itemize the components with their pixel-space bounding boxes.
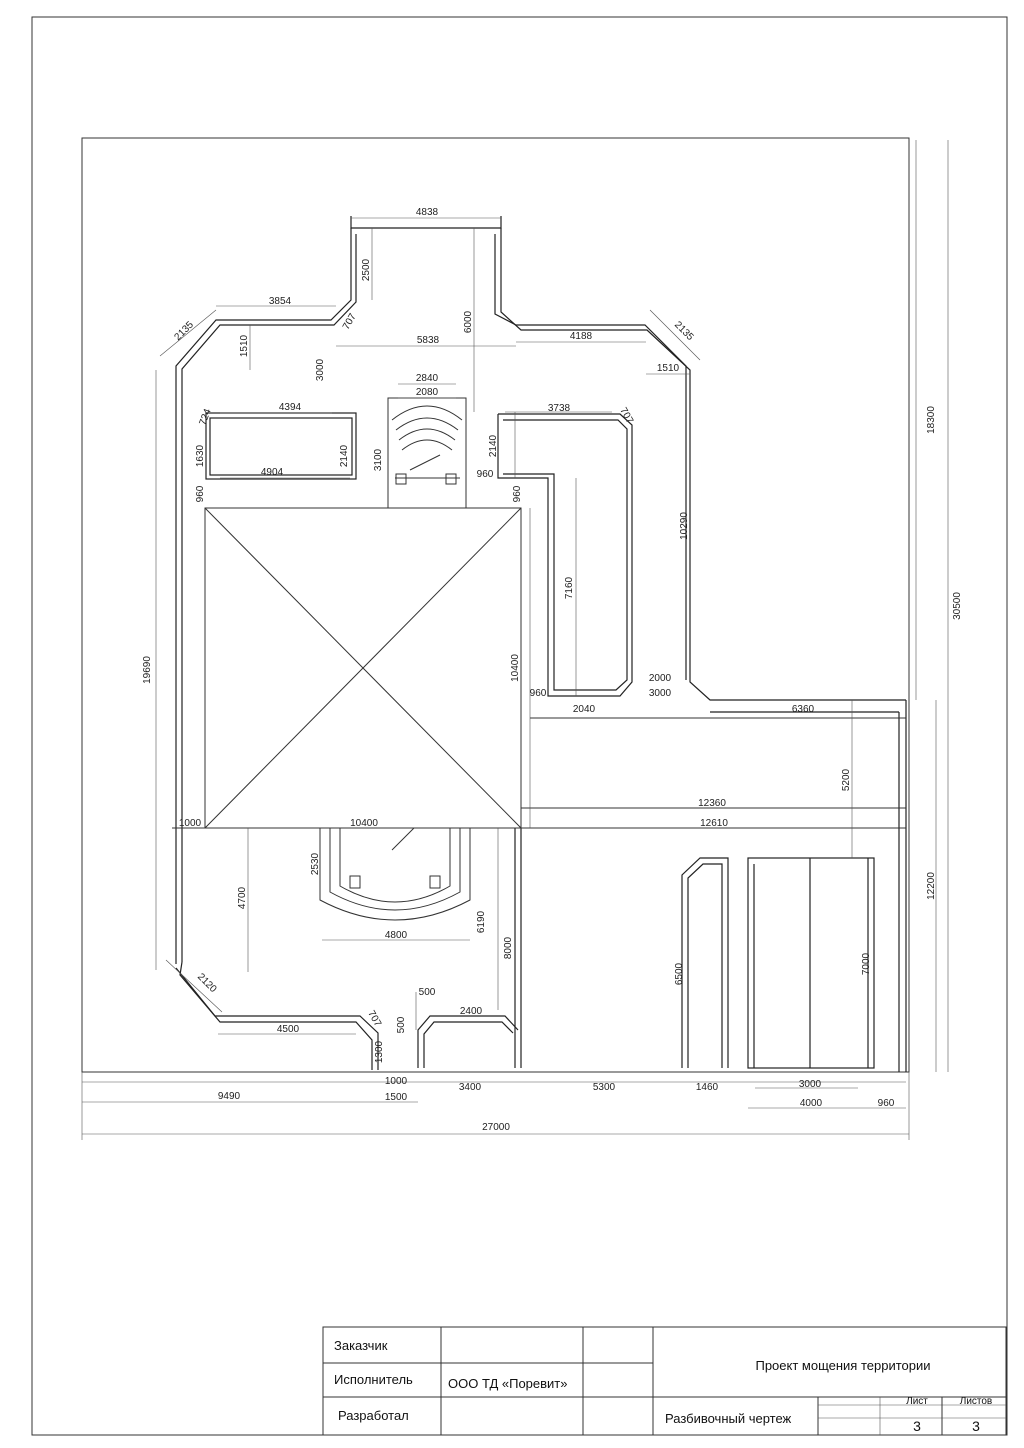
dim-1630: 1630: [195, 444, 206, 467]
dim-6000: 6000: [463, 310, 474, 333]
bottom-entrance-steps: [319, 827, 471, 921]
dim-30500: 30500: [952, 592, 963, 620]
dim-6190: 6190: [476, 910, 487, 933]
dim-10290: 10290: [679, 512, 690, 540]
dim-7000: 7000: [861, 952, 872, 975]
dim-2140-right: 2140: [488, 434, 499, 457]
dim-1510-right: 1510: [657, 363, 680, 374]
dim-960-right: 960: [512, 485, 523, 502]
dim-1510-left: 1510: [239, 334, 250, 357]
site-boundary: [81, 137, 910, 1073]
dim-724: 724: [198, 407, 214, 427]
dim-12200: 12200: [926, 872, 937, 900]
drawing-title: Разбивочный чертеж: [665, 1411, 792, 1426]
lower-paths: [417, 828, 875, 1069]
dim-2530: 2530: [310, 852, 321, 875]
dim-10400-vertical: 10400: [510, 654, 521, 682]
dim-500-side: 500: [396, 1016, 407, 1033]
dim-2120: 2120: [195, 971, 219, 995]
dim-2080: 2080: [416, 387, 439, 398]
dim-960-bottom: 960: [878, 1098, 895, 1109]
dim-4838: 4838: [416, 207, 439, 218]
dim-5200: 5200: [841, 768, 852, 791]
dim-500-top: 500: [419, 987, 436, 998]
dim-2040: 2040: [573, 704, 596, 715]
dim-2500: 2500: [361, 258, 372, 281]
dim-3854: 3854: [269, 296, 292, 307]
dim-960-left: 960: [195, 485, 206, 502]
dim-4188: 4188: [570, 331, 593, 342]
dim-9490: 9490: [218, 1091, 241, 1102]
dim-1000-left: 1000: [179, 818, 202, 829]
sheet-label: Лист: [906, 1396, 928, 1407]
dim-5300: 5300: [593, 1082, 616, 1093]
dim-7160: 7160: [564, 576, 575, 599]
middle-lines: [172, 717, 906, 829]
dim-12610: 12610: [700, 818, 728, 829]
dim-10400-horizontal: 10400: [350, 818, 378, 829]
dim-2135-right: 2135: [672, 319, 696, 343]
dim-4700: 4700: [237, 886, 248, 909]
dim-18300: 18300: [926, 406, 937, 434]
dim-1000-bottom: 1000: [385, 1076, 408, 1087]
dim-3400: 3400: [459, 1082, 482, 1093]
dimension-labels: 4838 2500 6000 3854 2135 1510 707 3000 5…: [142, 207, 963, 1133]
dim-2135-left: 2135: [172, 319, 196, 343]
dim-3100: 3100: [373, 448, 384, 471]
dim-3000-mid: 3000: [649, 688, 672, 699]
executor-value: ООО ТД «Поревит»: [448, 1376, 568, 1391]
customer-label: Заказчик: [334, 1338, 388, 1353]
dim-3738: 3738: [548, 403, 571, 414]
dim-4904: 4904: [261, 467, 284, 478]
dim-960-center: 960: [477, 469, 494, 480]
dim-707-right: 707: [617, 406, 635, 426]
dim-4500: 4500: [277, 1024, 300, 1035]
dim-2140-left: 2140: [339, 444, 350, 467]
dim-27000: 27000: [482, 1122, 510, 1133]
project-title: Проект мощения территории: [755, 1358, 930, 1373]
dim-1500: 1500: [385, 1092, 408, 1103]
dim-960-mid: 960: [530, 688, 547, 699]
terrace-top-right: [497, 413, 633, 697]
dim-3000-top: 3000: [315, 358, 326, 381]
developer-label: Разработал: [338, 1408, 409, 1423]
dimension-lines: [81, 140, 949, 1140]
dim-8000: 8000: [503, 936, 514, 959]
dim-6500: 6500: [674, 962, 685, 985]
dim-4800: 4800: [385, 930, 408, 941]
dim-1460: 1460: [696, 1082, 719, 1093]
executor-label: Исполнитель: [334, 1372, 413, 1387]
dim-3000-bottom: 3000: [799, 1079, 822, 1090]
dim-1300: 1300: [374, 1040, 385, 1063]
title-block: Заказчик Исполнитель ООО ТД «Поревит» Ра…: [322, 1326, 1007, 1436]
dim-6360: 6360: [792, 704, 815, 715]
sheet-frame: [31, 16, 1008, 1436]
dim-707-bottom: 707: [365, 1009, 383, 1029]
dim-2400: 2400: [460, 1006, 483, 1017]
dim-19690: 19690: [142, 656, 153, 684]
house-footprint: [204, 507, 522, 829]
building-outline: [175, 216, 907, 1072]
sheets-label: Листов: [960, 1396, 993, 1407]
dim-12360: 12360: [698, 798, 726, 809]
dim-4000: 4000: [800, 1098, 823, 1109]
dim-2000: 2000: [649, 673, 672, 684]
sheets-value: 3: [972, 1418, 980, 1434]
dim-5838: 5838: [417, 335, 440, 346]
top-entrance-steps: [387, 397, 467, 509]
sheet-value: 3: [913, 1418, 921, 1434]
dim-4394: 4394: [279, 402, 302, 413]
dim-2840: 2840: [416, 373, 439, 384]
